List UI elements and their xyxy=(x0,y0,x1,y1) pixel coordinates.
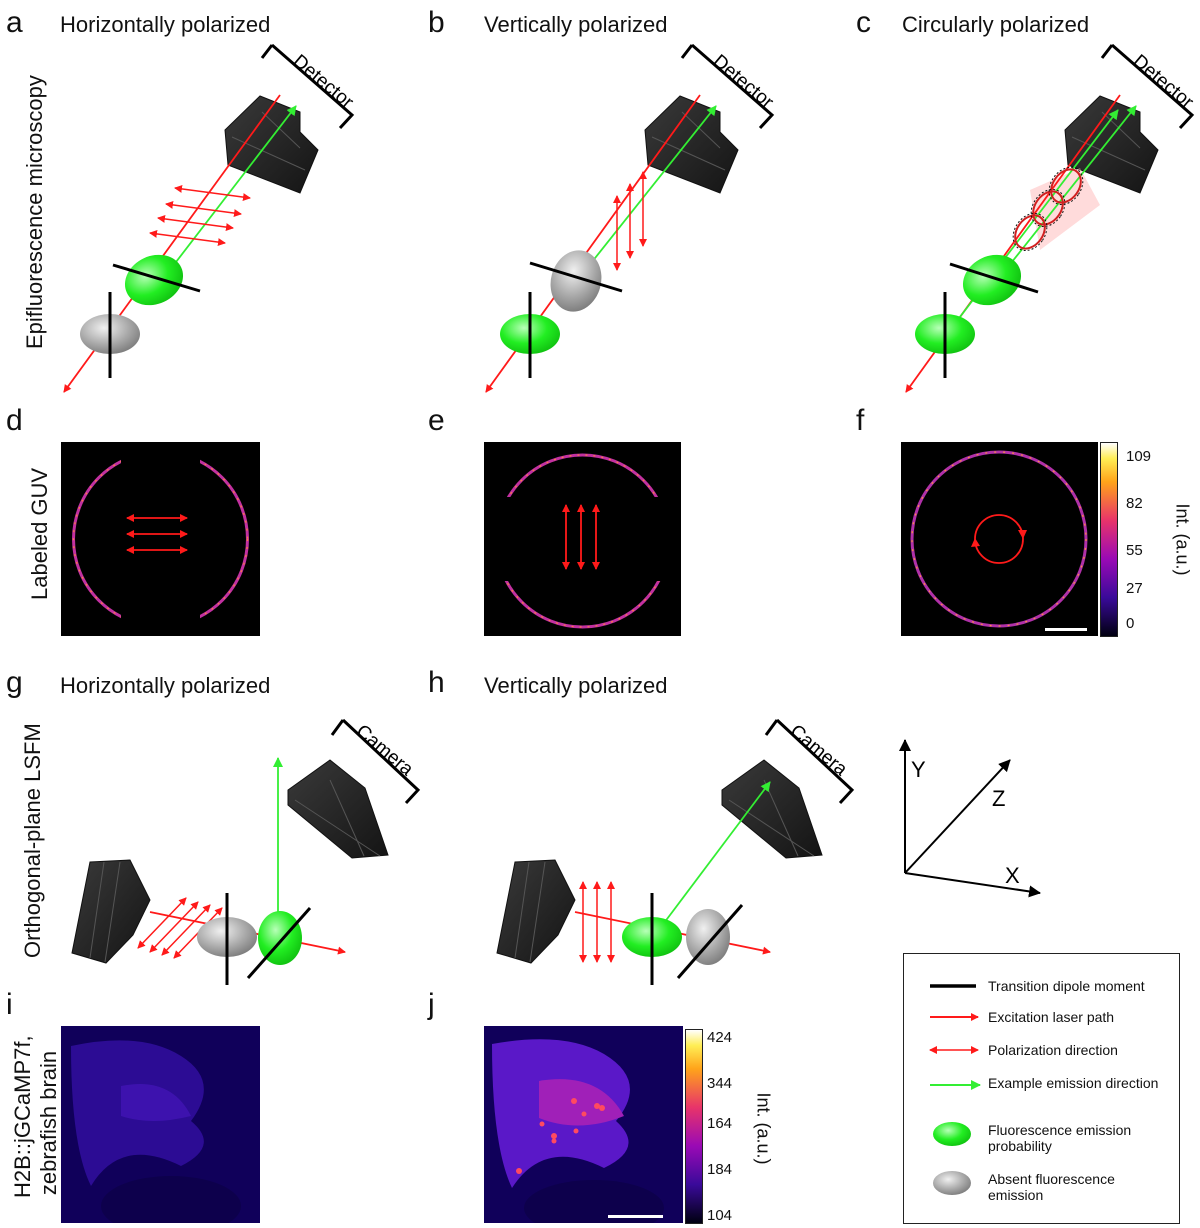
polarization-arrows-b xyxy=(613,171,647,271)
polarization-arrows-h xyxy=(579,881,615,963)
legend-box: Transition dipole moment Excitation lase… xyxy=(903,953,1180,1224)
diagram-g: Camera xyxy=(71,718,421,985)
circular-polarization-c xyxy=(1014,168,1082,250)
guv-image-vertical xyxy=(484,442,681,636)
guv-image-circular xyxy=(901,442,1098,636)
colorbar-guv-tick-3: 27 xyxy=(1126,580,1143,597)
panel-letter-i: i xyxy=(6,988,13,1021)
scale-bar-guv xyxy=(1045,628,1087,631)
green-ellipse-g xyxy=(258,911,302,965)
legend-gray-ellipse-symbol xyxy=(933,1171,971,1195)
legend-green-ellipse-symbol xyxy=(933,1122,971,1146)
scale-bar-brain xyxy=(608,1215,663,1218)
legend-dipole-symbol xyxy=(930,984,976,988)
polarization-arrows-g xyxy=(137,897,223,959)
colorbar-brain-tick-2: 164 xyxy=(707,1115,733,1132)
panel-title-h: Vertically polarized xyxy=(484,673,668,698)
colorbar-guv-tick-4: 0 xyxy=(1126,615,1135,632)
green-ellipse-a xyxy=(124,254,184,306)
legend-text-polarization: Polarization direction xyxy=(988,1042,1118,1058)
dipole-h1 xyxy=(676,904,744,979)
panel-letter-g: g xyxy=(6,666,23,699)
gray-ellipse-h xyxy=(686,909,730,965)
legend-text-dipole: Transition dipole moment xyxy=(988,978,1145,994)
circular-beam-c xyxy=(1030,168,1100,250)
emission-arrow-h xyxy=(654,781,771,936)
colorbar-brain xyxy=(685,1029,703,1224)
colorbar-brain-tick-4: 104 xyxy=(707,1207,733,1224)
legend-text-green-ellipse: Fluorescence emission probability xyxy=(988,1122,1132,1154)
legend-emission-symbol xyxy=(930,1080,981,1090)
diagram-b: Detector xyxy=(485,43,778,393)
colorbar-brain-tick-3: 184 xyxy=(707,1161,733,1178)
axis-label-z: Z xyxy=(992,786,1005,811)
colorbar-brain-tick-0: 424 xyxy=(707,1029,733,1046)
guv-image-horizontal xyxy=(61,442,260,636)
legend-polarization-symbol xyxy=(929,1046,979,1054)
colorbar-guv xyxy=(1100,442,1118,637)
legend-excitation-symbol xyxy=(930,1013,979,1021)
panel-letter-d: d xyxy=(6,404,23,437)
colorbar-guv-tick-0: 109 xyxy=(1126,448,1152,465)
colorbar-guv-tick-2: 55 xyxy=(1126,542,1143,559)
panel-letter-j: j xyxy=(428,988,435,1021)
panel-title-b: Vertically polarized xyxy=(484,12,668,37)
panel-letter-e: e xyxy=(428,404,445,437)
diagram-h: Camera xyxy=(496,718,855,985)
camera-objective-g xyxy=(287,759,389,859)
colorbar-brain-unit: Int. (a.u.) xyxy=(753,1092,774,1165)
dipole-a1 xyxy=(112,263,201,293)
diagram-a: Detector xyxy=(63,43,358,393)
panel-letter-h: h xyxy=(428,666,445,699)
green-ellipse-c1 xyxy=(962,254,1022,306)
panel-letter-a: a xyxy=(6,6,23,39)
camera-objective-h xyxy=(721,759,823,859)
panel-letter-c: c xyxy=(856,6,871,39)
polarization-arrows-a xyxy=(149,184,251,247)
colorbar-brain-tick-1: 344 xyxy=(707,1075,733,1092)
axis-label-y: Y xyxy=(911,757,926,782)
panel-title-c: Circularly polarized xyxy=(902,12,1090,37)
illumination-objective-h xyxy=(496,859,576,964)
dipole-g2 xyxy=(246,907,312,979)
dipole-b1 xyxy=(529,261,623,293)
dipole-c1 xyxy=(949,262,1039,294)
illumination-objective-g xyxy=(71,859,151,964)
row-label-zebrafish-2: zebrafish brain xyxy=(36,1050,61,1196)
detector-c xyxy=(1064,95,1159,194)
coordinate-axes: Y X Z xyxy=(899,739,1041,898)
panel-letter-f: f xyxy=(856,404,865,437)
axis-label-x: X xyxy=(1005,863,1020,888)
detector-b xyxy=(644,95,739,194)
emission-arrow-c1 xyxy=(995,105,1137,283)
brain-image-horizontal xyxy=(61,1026,260,1223)
colorbar-guv-tick-1: 82 xyxy=(1126,495,1143,512)
panel-letter-b: b xyxy=(428,6,445,39)
gray-ellipse-b xyxy=(550,250,602,312)
legend-text-emission: Example emission direction xyxy=(988,1075,1159,1091)
row-label-zebrafish-1: H2B::jGCaMP7f, xyxy=(10,1035,35,1198)
diagram-c: Detector xyxy=(905,43,1198,393)
panel-title-a: Horizontally polarized xyxy=(60,12,271,37)
legend-text-gray-ellipse: Absent fluorescence emission xyxy=(988,1171,1115,1203)
panel-title-g: Horizontally polarized xyxy=(60,673,271,698)
brain-image-vertical xyxy=(484,1026,683,1223)
legend-text-excitation: Excitation laser path xyxy=(988,1009,1115,1025)
